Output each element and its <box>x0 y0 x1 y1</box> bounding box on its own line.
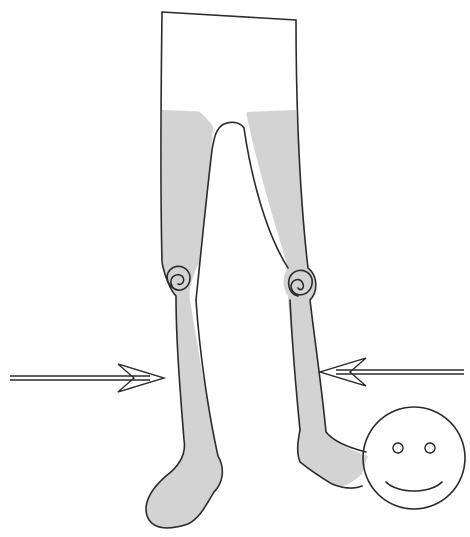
legs <box>146 110 368 528</box>
left-leg <box>146 110 222 528</box>
smiley-face-icon <box>363 407 465 509</box>
left-arrow-shaft <box>10 376 150 380</box>
arrow-left-icon <box>320 358 464 386</box>
face-circle <box>363 407 465 509</box>
left-eye <box>393 443 403 453</box>
right-arrow-shaft <box>336 370 464 374</box>
pants-shape <box>162 12 296 128</box>
left-arrow-head <box>118 364 164 392</box>
smile <box>386 482 442 491</box>
arrow-right-icon <box>10 364 164 392</box>
right-leg <box>246 110 368 486</box>
right-eye <box>425 443 435 453</box>
right-arrow-head <box>320 358 366 386</box>
pants <box>162 12 296 128</box>
